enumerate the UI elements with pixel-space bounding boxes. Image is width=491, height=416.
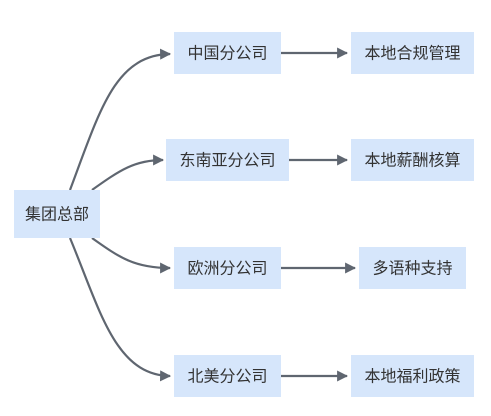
- node-sea-leaf[interactable]: 本地薪酬核算: [351, 139, 474, 181]
- node-sea[interactable]: 东南亚分公司: [166, 139, 289, 181]
- node-europe[interactable]: 欧洲分公司: [174, 247, 281, 289]
- node-china-leaf[interactable]: 本地合规管理: [351, 32, 474, 74]
- node-hq[interactable]: 集团总部: [14, 190, 100, 238]
- edge-hq-to-europe: [91, 237, 172, 274]
- edge-hq-to-sea: [91, 154, 165, 191]
- node-sea-leaf-label: 本地薪酬核算: [364, 151, 460, 170]
- node-na-leaf[interactable]: 本地福利政策: [351, 355, 474, 397]
- node-hq-label: 集团总部: [25, 205, 89, 224]
- node-china-leaf-label: 本地合规管理: [364, 44, 460, 63]
- node-na[interactable]: 北美分公司: [174, 355, 281, 397]
- node-china[interactable]: 中国分公司: [174, 32, 281, 74]
- node-na-label: 北美分公司: [187, 367, 267, 386]
- node-europe-label: 欧洲分公司: [187, 259, 267, 278]
- node-europe-leaf-label: 多语种支持: [372, 259, 452, 278]
- edge-hq-to-na: [68, 237, 172, 382]
- edge-hq-to-china: [68, 48, 172, 191]
- node-sea-label: 东南亚分公司: [179, 151, 275, 170]
- node-europe-leaf[interactable]: 多语种支持: [359, 247, 466, 289]
- node-na-leaf-label: 本地福利政策: [364, 367, 460, 386]
- node-china-label: 中国分公司: [187, 44, 267, 63]
